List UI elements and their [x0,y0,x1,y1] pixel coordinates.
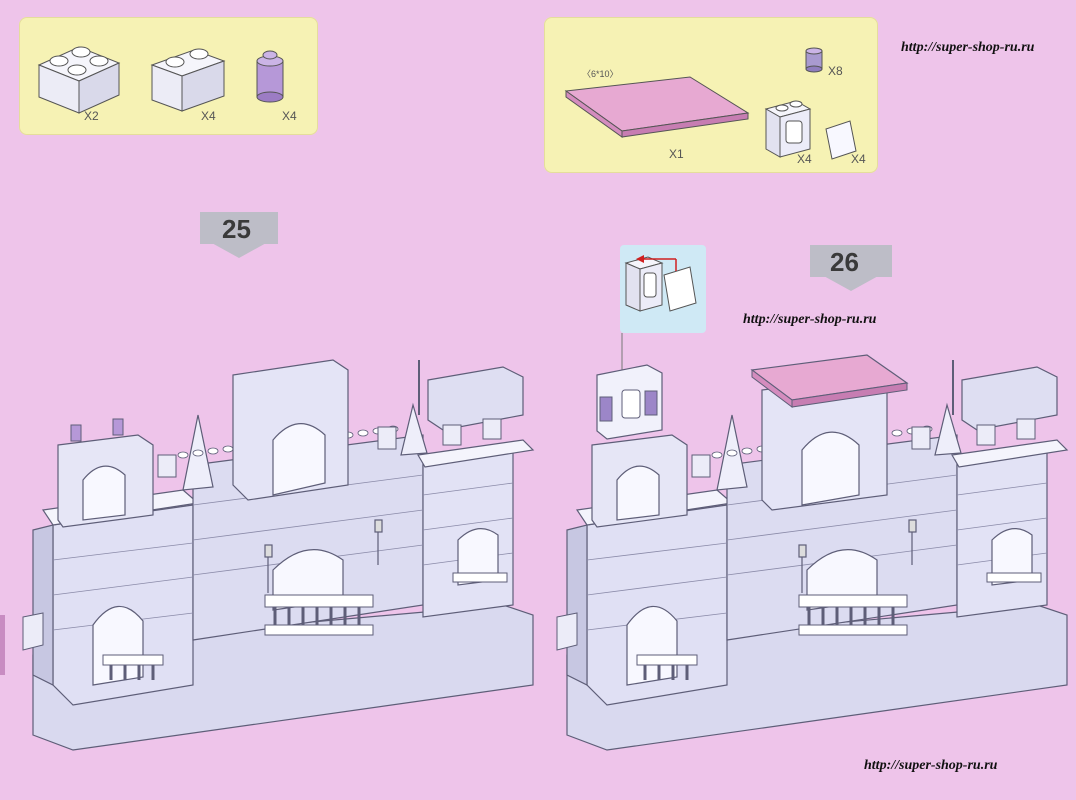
window-glass-assembly-icon [624,255,697,312]
detail-inset [620,245,706,333]
qty-window-frame: X4 [797,152,812,166]
step-25-arrow [200,212,278,258]
page-edge-tab [0,615,5,675]
watermark-middle: http://super-shop-ru.ru [743,312,877,327]
parts-box-step-25: X2 X4 X4 [19,17,318,135]
parts-box-step-26: 〈6*10〉 X1 X8 X4 X4 [544,17,878,173]
window-frame-icon [764,100,812,158]
glass-panel-icon [825,120,857,160]
down-arrow-icon [810,245,892,291]
parts-illustration-right [564,47,857,160]
castle-model-step-25 [21,358,535,752]
qty-brick-1x2: X4 [201,109,216,123]
qty-glass-panel: X4 [851,152,866,166]
qty-plate: X1 [669,147,684,161]
brick-1x2-icon [150,48,226,112]
watermark-top: http://super-shop-ru.ru [901,40,1035,55]
step-26-arrow [810,245,892,291]
window-tower-added [596,364,663,440]
watermark-bottom: http://super-shop-ru.ru [864,758,998,773]
purple-rounds [70,418,124,442]
castle-model-step-26 [555,354,1069,752]
plate-size-label: 〈6*10〉 [582,69,619,79]
down-arrow-icon [200,212,278,258]
round-brick-purple-icon [256,50,284,103]
qty-round-brick: X4 [282,109,297,123]
step-number-25: 25 [222,214,251,244]
round-brick-small-icon [805,47,823,73]
pink-roof-plate [750,354,909,408]
brick-2x2-icon [37,46,121,114]
plate-6x10-icon [564,76,750,138]
step-number-26: 26 [830,247,859,277]
parts-illustration-left [37,46,284,114]
qty-brick-2x2: X2 [84,109,99,123]
qty-round-small: X8 [828,64,843,78]
